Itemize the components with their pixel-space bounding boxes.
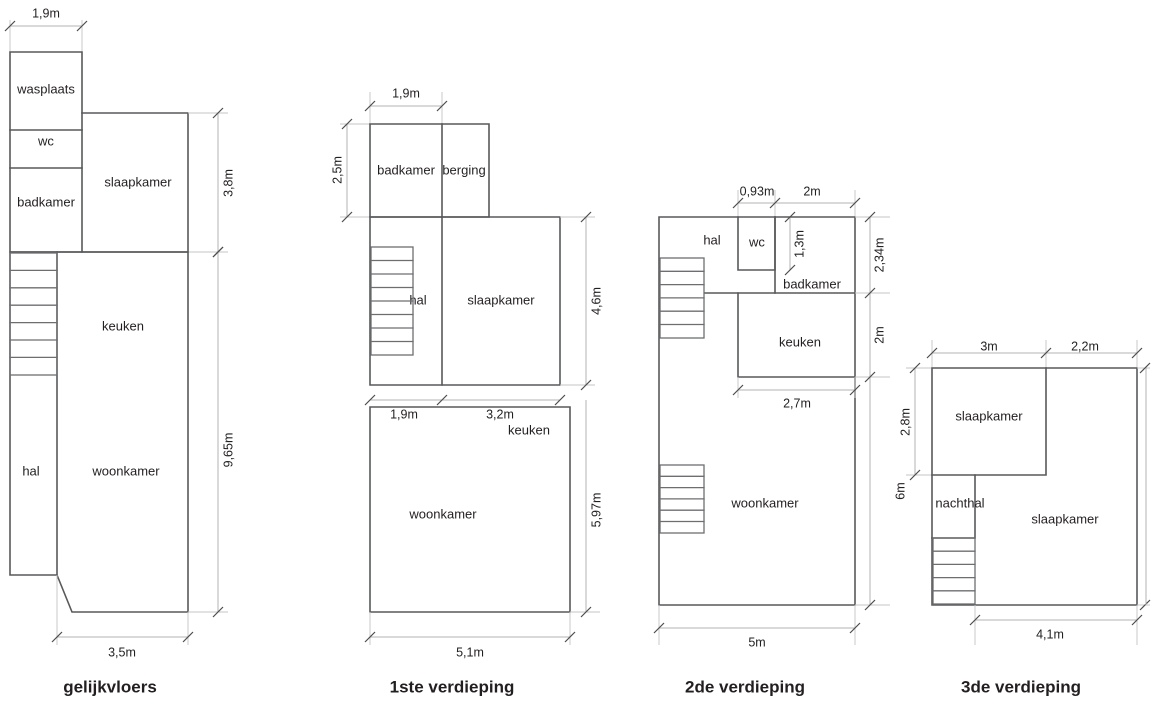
dimension-p2-bottom: 5,1m <box>364 612 576 659</box>
room-label-hal: hal <box>703 232 720 247</box>
room-label-woonkamer: woonkamer <box>91 463 160 478</box>
dimension-label: 4,1m <box>1036 627 1064 641</box>
room-label-wc: wc <box>748 234 765 249</box>
room-label-nachthal: nachthal <box>935 495 984 510</box>
dimension-label: 2m <box>803 184 820 198</box>
dimension-label: 2m <box>872 326 886 343</box>
dimension-p2-mid: 1,9m 3,2m <box>364 394 566 421</box>
dimension-label: 1,9m <box>392 86 420 100</box>
dimension-label: 1,9m <box>32 6 60 20</box>
p2-staircase <box>370 246 414 356</box>
dimension-label: 3,5m <box>108 645 136 659</box>
dimension-label: 0,93m <box>740 184 775 198</box>
dimension-label: 5m <box>748 635 765 649</box>
room-label-badkamer: badkamer <box>783 276 841 291</box>
dimension-label: 4,6m <box>589 287 603 315</box>
room-label-slaapkamer: slaapkamer <box>467 292 535 307</box>
p4-outer-walls <box>931 367 1138 606</box>
room-label-woonkamer: woonkamer <box>408 506 477 521</box>
dimension-label: 9,65m <box>221 433 235 468</box>
room-label-badkamer: badkamer <box>377 162 435 177</box>
plan-2de-verdieping: 0,93m 2m wc hal badkamer 1,3m k <box>653 184 907 696</box>
p1-main-body-walls <box>9 251 189 613</box>
dimension-label: 2,8m <box>898 408 912 436</box>
dimension-p1-bottom: 3,5m <box>51 575 194 659</box>
dimension-p2-top: 1,9m <box>364 86 448 124</box>
p3-outer-walls <box>658 216 856 606</box>
room-label-keuken: keuken <box>508 422 550 437</box>
room-label-wc: wc <box>37 133 54 148</box>
room-label-woonkamer: woonkamer <box>730 495 799 510</box>
plan-3de-verdieping: 3m 2,2m 2,8m slaapkamer nachthal slaapka… <box>898 339 1151 696</box>
room-label-badkamer: badkamer <box>17 194 75 209</box>
dimension-label: 5,97m <box>589 493 603 528</box>
dimension-label: 2,5m <box>330 156 344 184</box>
dimension-p3-bottom: 5m <box>653 605 861 649</box>
dimension-label: 3,2m <box>486 407 514 421</box>
dimension-label: 2,34m <box>872 238 886 273</box>
dimension-p4-bottom: 4,1m <box>969 605 1143 645</box>
room-label-slaapkamer-front: slaapkamer <box>955 408 1023 423</box>
dimension-p3-keuken-width: 2,7m <box>732 377 861 410</box>
dimension-p1-right-upper: 3,8m <box>188 107 235 258</box>
dimension-p2-right-upper: 4,6m <box>560 211 603 391</box>
dimension-label: 2,2m <box>1071 339 1099 353</box>
room-label-keuken: keuken <box>102 318 144 333</box>
dimension-p2-right-lower: 5,97m <box>570 400 603 618</box>
dimension-label: 3m <box>980 339 997 353</box>
p3-badkamer-walls <box>704 216 856 294</box>
plan-caption-1ste-verdieping: 1ste verdieping <box>390 677 515 696</box>
dimension-label: 2,7m <box>783 396 811 410</box>
p3-staircase-upper <box>659 257 705 339</box>
dimension-p1-right-total: 9,65m <box>188 246 235 618</box>
room-label-hal: hal <box>22 463 39 478</box>
room-label-keuken: keuken <box>779 334 821 349</box>
dimension-p3-wc-height: 1,3m <box>784 211 806 276</box>
dimension-p4-right-edge <box>1137 362 1151 611</box>
dimension-p3-top: 0,93m 2m <box>732 184 861 217</box>
room-label-slaapkamer-rear: slaapkamer <box>1031 511 1099 526</box>
room-label-berging: berging <box>442 162 485 177</box>
p1-staircase <box>9 252 58 376</box>
plan-1ste-verdieping: 1,9m 2,5m badkamer berging hal slaapkame… <box>330 86 603 696</box>
room-label-hal: hal <box>409 292 426 307</box>
plan-caption-gelijkvloers: gelijkvloers <box>63 677 157 696</box>
dimension-p4-left-upper: 2,8m <box>898 362 932 481</box>
room-label-wasplaats: wasplaats <box>16 81 75 96</box>
dimension-label: 1,9m <box>390 407 418 421</box>
p4-staircase <box>932 537 976 605</box>
dimension-p3-right: 2,34m 2m 6m <box>855 211 907 611</box>
dimension-label: 6m <box>893 482 907 499</box>
dimension-p4-top: 3m 2,2m <box>926 339 1143 368</box>
dimension-p1-top: 1,9m <box>4 6 88 52</box>
dimension-label: 5,1m <box>456 645 484 659</box>
plan-caption-3de-verdieping: 3de verdieping <box>961 677 1081 696</box>
p3-staircase-lower <box>659 464 705 534</box>
dimension-p2-left-upper: 2,5m <box>330 118 370 223</box>
dimension-label: 3,8m <box>221 169 235 197</box>
room-label-slaapkamer: slaapkamer <box>104 174 172 189</box>
dimension-label: 1,3m <box>792 230 806 258</box>
plan-gelijkvloers: 1,9m wasplaats wc badkamer slaapkamer 3,… <box>4 6 235 696</box>
plan-caption-2de-verdieping: 2de verdieping <box>685 677 805 696</box>
